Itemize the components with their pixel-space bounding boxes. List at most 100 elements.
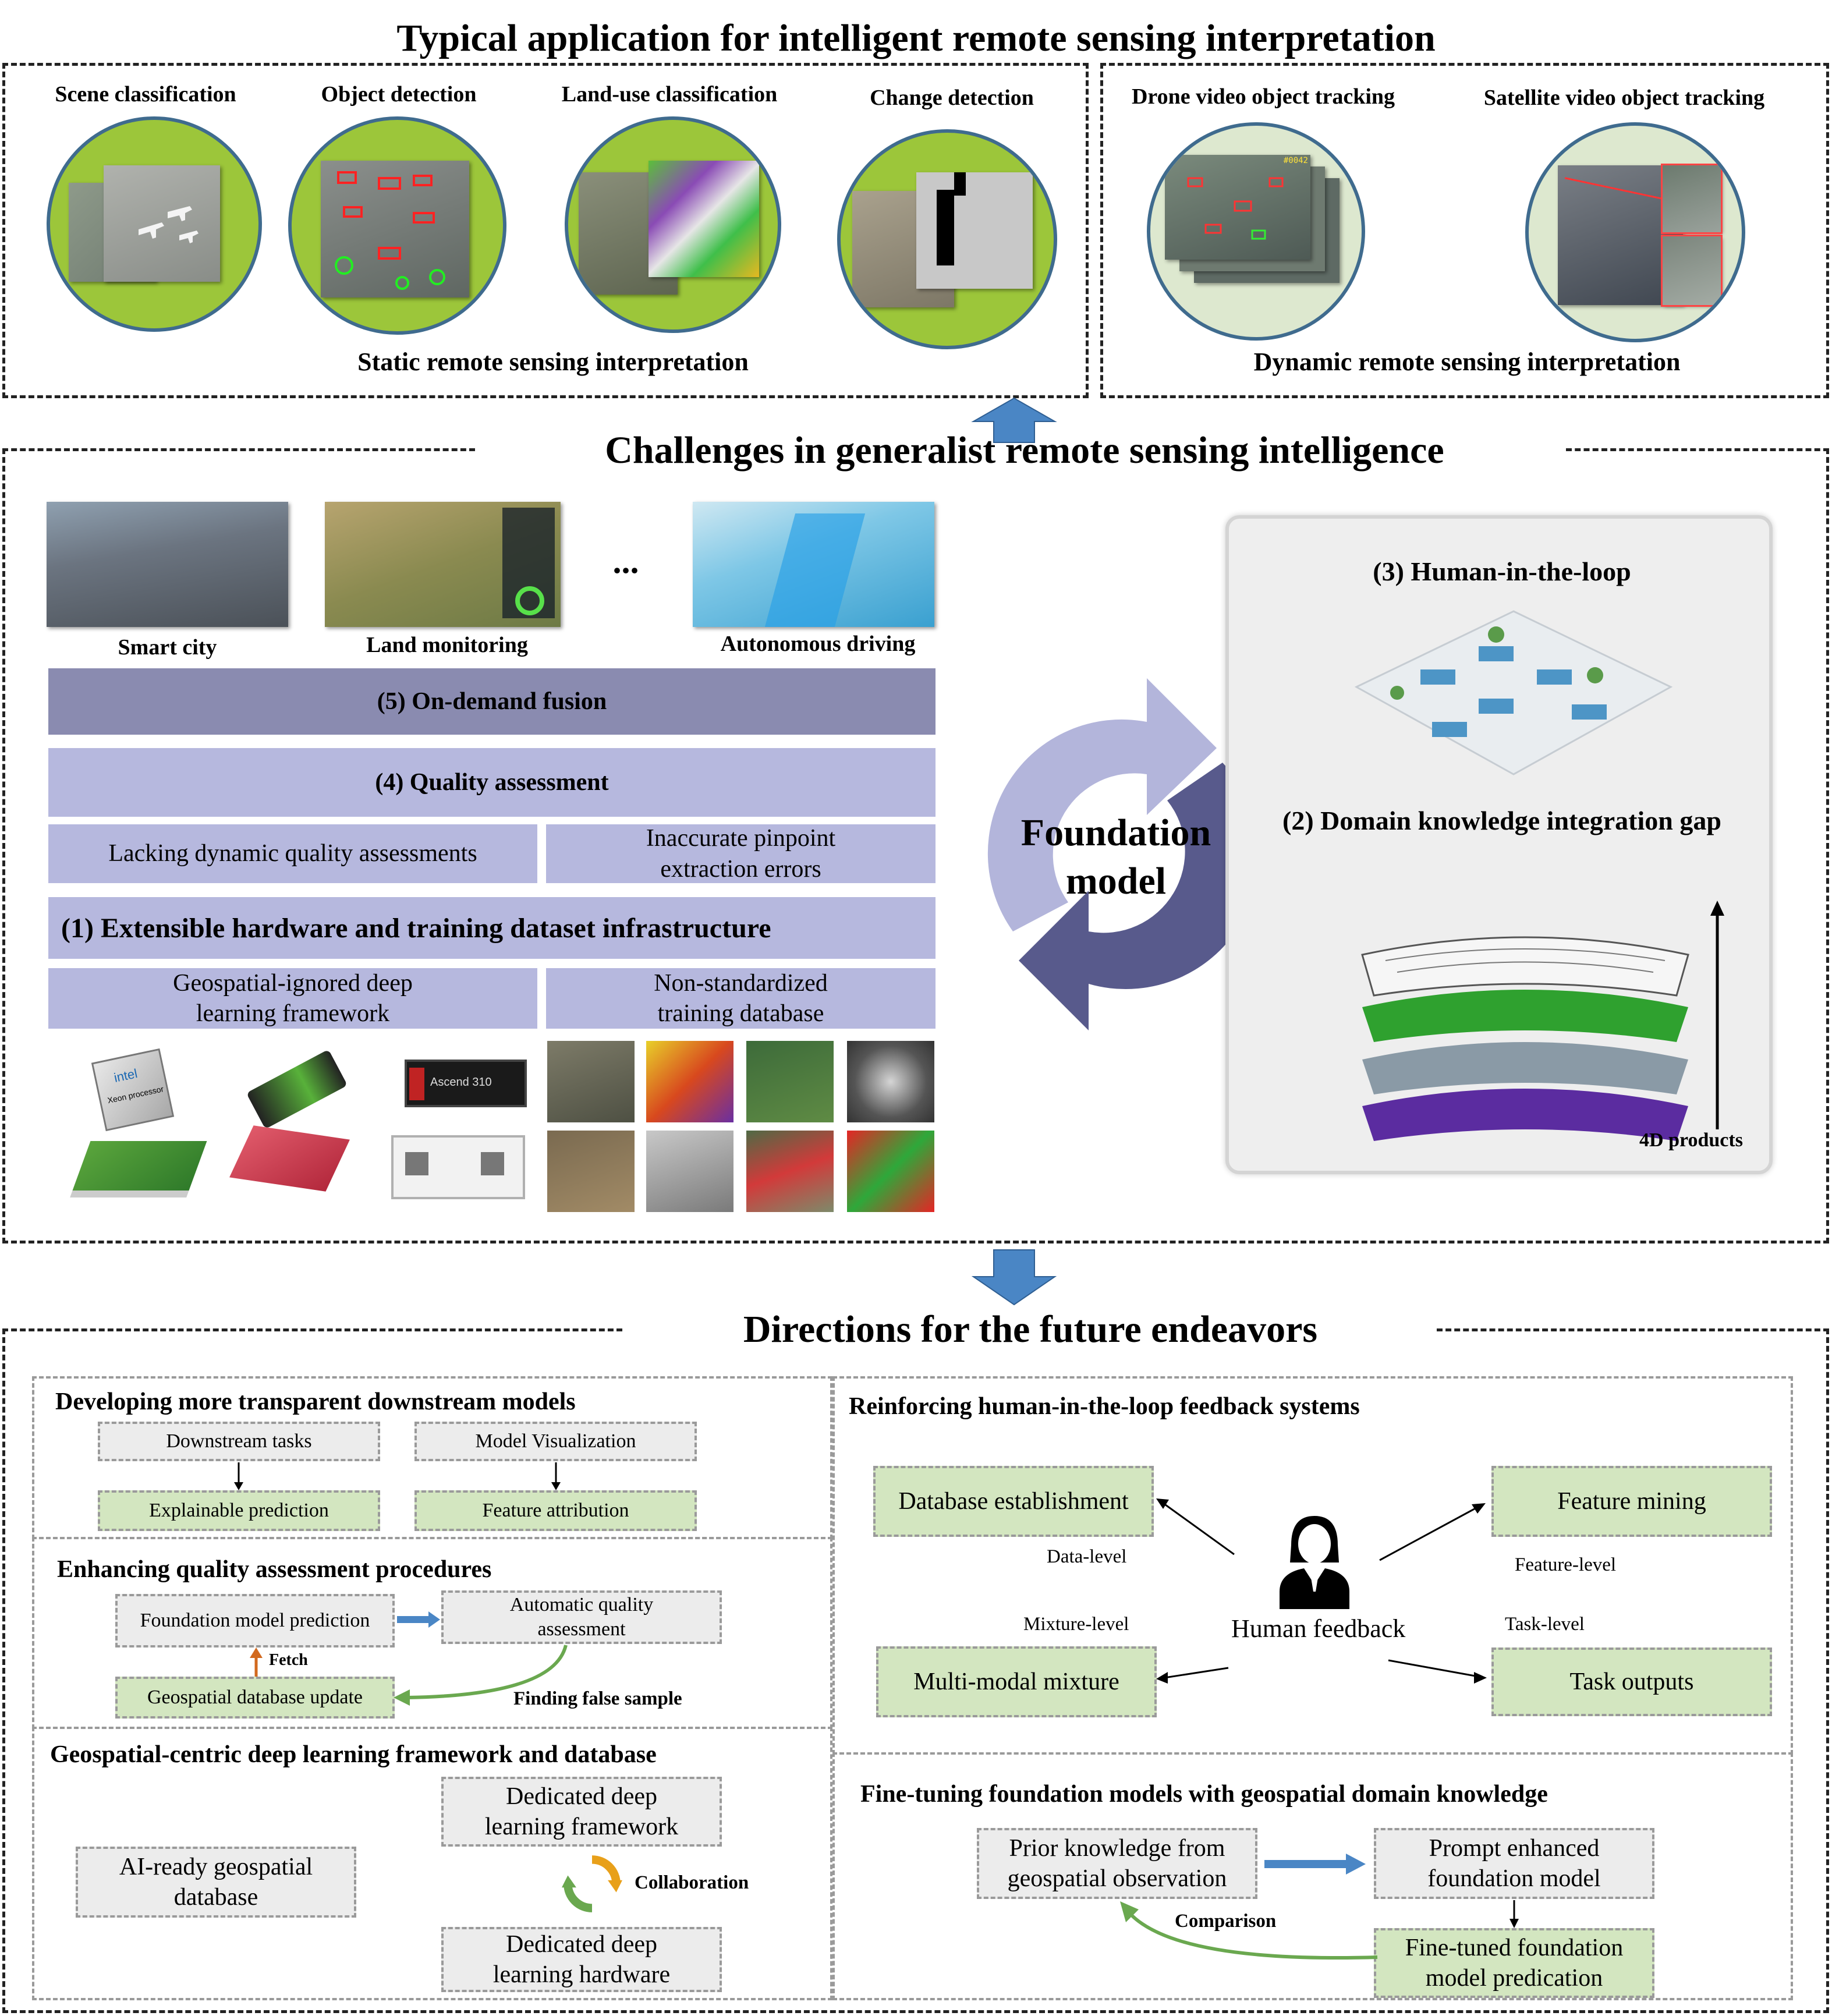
foundation-model-label: Foundation model	[1020, 812, 1211, 902]
scene-classification-circle	[47, 116, 262, 332]
land-monitoring-photo	[325, 502, 561, 627]
task-outputs-box: Task outputs	[1491, 1647, 1772, 1716]
scene-photo-front	[104, 165, 220, 282]
prediction-to-quality-arrow	[397, 1611, 440, 1628]
static-label: Static remote sensing interpretation	[357, 348, 749, 376]
dedicated-framework-box: Dedicated deep learning framework	[441, 1777, 722, 1847]
directions-top-border-left	[2, 1328, 622, 1331]
infrastructure-bar: (1) Extensible hardware and training dat…	[47, 895, 937, 961]
database-establishment-box: Database establishment	[873, 1466, 1154, 1537]
domain-knowledge-label: (2) Domain knowledge integration gap	[1282, 806, 1721, 835]
app-label-change: Change detection	[870, 86, 1034, 110]
drone-video-circle: #0042	[1147, 122, 1365, 341]
automatic-quality-text: Automatic quality assessment	[509, 1593, 654, 1641]
quality-title: Enhancing quality assessment procedures	[57, 1556, 492, 1583]
app-label-landuse: Land-use classification	[561, 82, 778, 107]
feature-level-label: Feature-level	[1515, 1554, 1617, 1575]
dataset-tile-2	[646, 1041, 733, 1122]
challenges-top-border-left	[2, 448, 475, 451]
directions-panel	[2, 1328, 1829, 2013]
downstream-tasks-box: Downstream tasks	[98, 1422, 380, 1461]
collaboration-label: Collaboration	[635, 1872, 749, 1893]
app-label-drone: Drone video object tracking	[1131, 84, 1395, 109]
ellipsis: ...	[612, 542, 639, 580]
dedicated-framework-text: Dedicated deep learning framework	[484, 1783, 679, 1841]
finetune-panel	[832, 1752, 1793, 2000]
finding-false-sample-label: Finding false sample	[513, 1688, 682, 1709]
fetch-label: Fetch	[269, 1651, 308, 1669]
4d-products-label: 4D products	[1639, 1129, 1743, 1151]
model-visualization-box: Model Visualization	[414, 1422, 697, 1461]
quality-assessment-bar: (4) Quality assessment	[47, 746, 937, 819]
feedback-arrows	[1156, 1498, 1487, 1684]
dynamic-panel	[1100, 63, 1829, 398]
ascend-logo-text: Ascend 310	[430, 1076, 492, 1089]
feature-mining-box: Feature mining	[1491, 1466, 1772, 1537]
prior-to-prompt-arrow	[1264, 1854, 1366, 1875]
drone-frame-counter: #0042	[1283, 156, 1308, 165]
collaboration-icon	[562, 1855, 622, 1912]
xeon-text: Xeon processor	[107, 1084, 165, 1106]
ai-ready-box: AI-ready geospatial database	[76, 1847, 356, 1918]
drone-frame-1: #0042	[1165, 155, 1310, 260]
static-panel	[2, 63, 1089, 398]
prompt-enhanced-text: Prompt enhanced foundation model	[1427, 1834, 1601, 1893]
dedicated-hardware-text: Dedicated deep learning hardware	[492, 1930, 671, 1989]
app-label-scene: Scene classification	[55, 82, 236, 107]
comparison-arrow	[1120, 1901, 1378, 1960]
dataset-tile-3	[746, 1041, 834, 1122]
human-in-the-loop-label: (3) Human-in-the-loop	[1373, 557, 1631, 586]
geospatial-ignored-bar: Geospatial-ignored deep learning framewo…	[47, 966, 539, 1030]
framework-panel	[32, 1727, 832, 2000]
inaccurate-pinpoint-bar: Inaccurate pinpoint extraction errors	[544, 823, 937, 885]
feedback-title: Reinforcing human-in-the-loop feedback s…	[849, 1393, 1360, 1420]
intel-chip-icon: intel Xeon processor	[91, 1048, 175, 1132]
satellite-video-circle	[1525, 122, 1745, 342]
autonomous-driving-photo	[693, 502, 934, 627]
geospatial-ignored-text: Geospatial-ignored deep learning framewo…	[173, 969, 413, 1028]
change-photo-front	[916, 172, 1033, 289]
4d-layers-illustration	[1361, 936, 1689, 1141]
fetch-arrow	[250, 1647, 263, 1677]
comparison-label: Comparison	[1175, 1911, 1277, 1932]
human-feedback-label: Human feedback	[1231, 1614, 1406, 1643]
app-label-satellite: Satellite video object tracking	[1483, 86, 1765, 110]
finetuned-prediction-text: Fine-tuned foundation model predication	[1405, 1934, 1624, 1992]
intel-logo-text: intel	[112, 1066, 139, 1085]
satellite-zoom-2	[1661, 235, 1723, 307]
transparent-arrows	[234, 1462, 561, 1490]
dataset-tile-5	[547, 1131, 635, 1212]
foundation-prediction-box: Foundation model prediction	[115, 1594, 395, 1647]
satellite-zoom-1	[1661, 164, 1723, 234]
multimodal-mixture-box: Multi-modal mixture	[876, 1646, 1157, 1717]
prior-knowledge-text: Prior knowledge from geospatial observat…	[1007, 1834, 1227, 1893]
smart-city-label: Smart city	[118, 635, 217, 660]
directions-top-border-right	[1437, 1328, 1829, 1331]
prompt-to-finetuned-arrow	[1509, 1900, 1519, 1928]
explainable-prediction-box: Explainable prediction	[98, 1490, 380, 1531]
non-standardized-bar: Non-standardized training database	[544, 966, 937, 1030]
dev-board-icon	[391, 1135, 525, 1199]
lacking-dynamic-bar: Lacking dynamic quality assessments	[47, 823, 539, 885]
automatic-quality-box: Automatic quality assessment	[441, 1590, 722, 1644]
landuse-photo-front	[649, 161, 759, 277]
prompt-enhanced-box: Prompt enhanced foundation model	[1374, 1828, 1654, 1899]
top-title: Typical application for intelligent remo…	[396, 17, 1436, 59]
task-level-label: Task-level	[1505, 1614, 1585, 1635]
autonomous-driving-label: Autonomous driving	[720, 632, 916, 656]
challenges-panel	[2, 448, 1829, 1243]
ai-ready-text: AI-ready geospatial database	[119, 1853, 313, 1911]
non-standardized-text: Non-standardized training database	[654, 969, 828, 1028]
down-arrow-icon	[971, 1249, 1057, 1306]
prior-knowledge-box: Prior knowledge from geospatial observat…	[977, 1828, 1257, 1899]
land-monitoring-label: Land monitoring	[366, 633, 528, 657]
ascend-chip-icon: Ascend 310	[405, 1060, 527, 1107]
up-arrow-line-icon	[1710, 901, 1724, 1129]
transparent-title: Developing more transparent downstream m…	[55, 1388, 576, 1415]
dynamic-label: Dynamic remote sensing interpretation	[1253, 348, 1681, 376]
satellite-main-frame	[1558, 165, 1683, 305]
on-demand-fusion-bar: (5) On-demand fusion	[47, 667, 937, 736]
raspberry-pi-icon	[72, 1141, 207, 1191]
foundation-cycle-icon	[987, 678, 1260, 1030]
dataset-tile-8	[847, 1131, 934, 1212]
